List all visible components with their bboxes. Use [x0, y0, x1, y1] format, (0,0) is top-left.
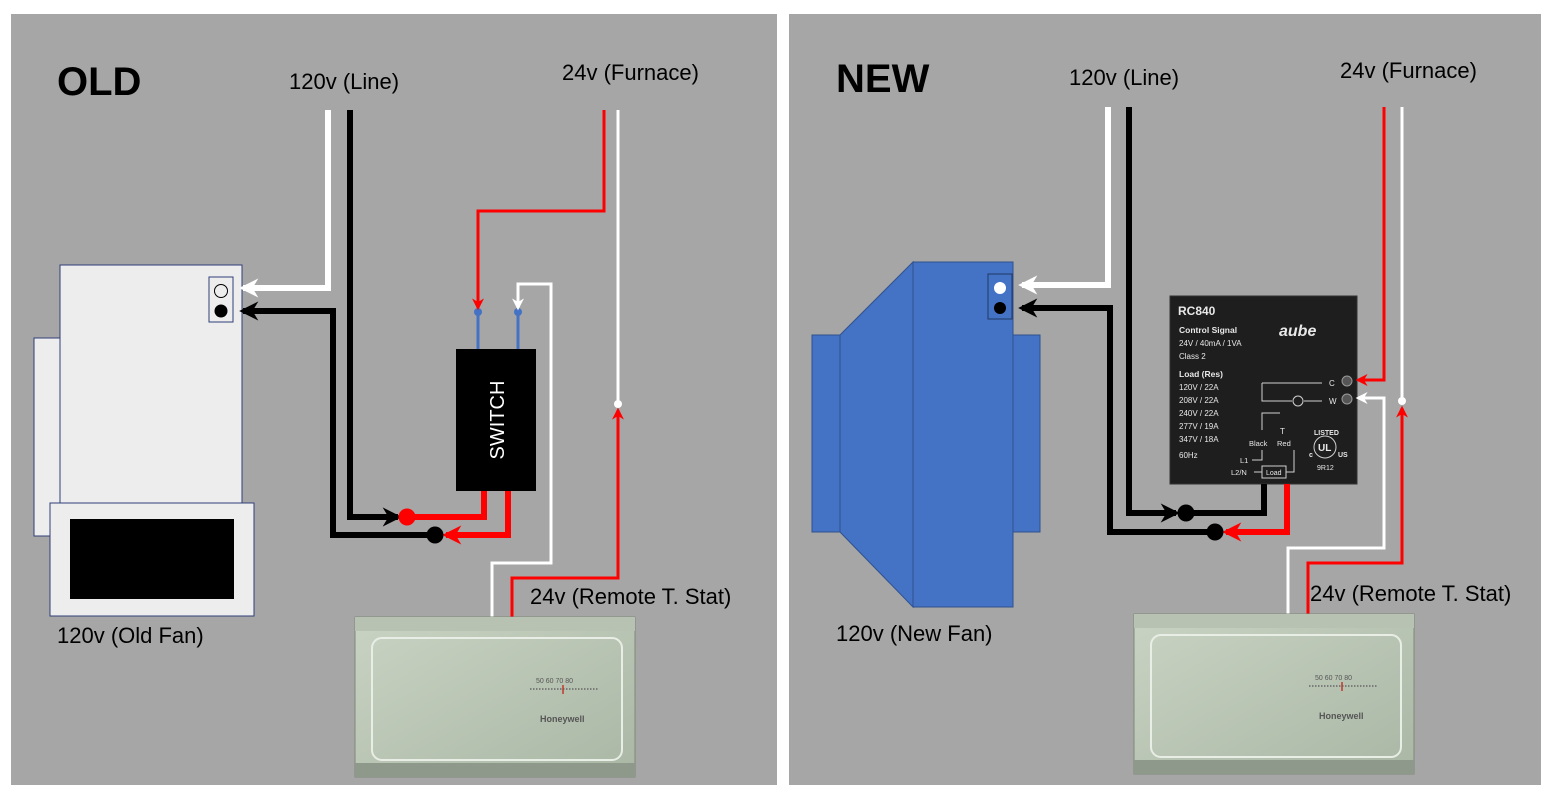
relay-red-lead [1222, 484, 1290, 542]
old-thermostat-brand: Honeywell [540, 714, 585, 724]
old-tstat-red-wire [510, 407, 624, 620]
relay-l1: L1 [1240, 456, 1248, 465]
new-fan-outlet-collar [1012, 334, 1041, 533]
old-tstat-white-wire [490, 282, 553, 620]
relay-ul-circle [1313, 435, 1337, 459]
old-line-neutral-wire [239, 110, 331, 298]
new-thermostat-scale: 50 60 70 80 [1315, 675, 1352, 682]
relay-ul-c: c [1309, 452, 1313, 459]
relay-body [1169, 295, 1358, 485]
new-fan-label: 120v (New Fan) [836, 621, 993, 646]
new-fan [811, 260, 1041, 609]
relay-wire-black: Black [1249, 439, 1268, 448]
switch-to-line-wire [408, 491, 487, 520]
relay-brand: aube [1279, 323, 1316, 340]
old-furnace-label: 24v (Furnace) [562, 60, 699, 85]
relay-ul-code: 9R12 [1317, 465, 1334, 472]
new-thermostat-bottom-edge [1134, 760, 1414, 774]
relay-schematic-coil-left [1261, 383, 1292, 402]
relay-wire-red: Red [1277, 439, 1291, 448]
old-tstat-label: 24v (Remote T. Stat) [530, 584, 731, 609]
new-fan-hot-wire [1018, 298, 1215, 535]
new-thermostat: 50 60 70 80 Honeywell [1133, 613, 1415, 775]
new-fan-terminal-block [987, 273, 1013, 320]
relay-control-class: Class 2 [1179, 352, 1206, 361]
old-thermostat-inner-frame [371, 637, 623, 761]
new-furnace-red-wire [1355, 107, 1386, 386]
fan-splice-node [426, 526, 444, 544]
relay-black-lead [1186, 484, 1267, 516]
switch-body [456, 349, 536, 491]
relay-listed: LISTED [1314, 430, 1339, 437]
relay-ul-us: US [1338, 452, 1348, 459]
relay-t-mark: T [1280, 427, 1285, 436]
relay-schematic-red [1286, 450, 1295, 473]
old-furnace-red-wire [472, 110, 606, 311]
old-fan-hot-wire [239, 301, 435, 538]
new-fan-hot-terminal [994, 302, 1006, 314]
relay-schematic-l1 [1252, 450, 1263, 461]
relay-rating-277: 277V / 19A [1179, 422, 1219, 431]
new-line-label: 120v (Line) [1069, 65, 1179, 90]
old-fan-grille [70, 519, 234, 599]
old-furnace-white-node [614, 400, 622, 408]
relay-ul-mark: UL [1318, 443, 1331, 454]
switch-terminal-left [474, 308, 482, 316]
new-thermostat-body [1133, 613, 1415, 775]
old-line-label: 120v (Line) [289, 69, 399, 94]
new-furnace-white-node [1398, 397, 1406, 405]
relay-control-title: Control Signal [1179, 325, 1237, 335]
old-fan-hot-terminal [214, 304, 228, 318]
relay-l2n: L2/N [1231, 468, 1247, 477]
new-thermostat-inner-frame [1150, 634, 1402, 758]
relay-load-title: Load (Res) [1179, 369, 1223, 379]
new-furnace-label: 24v (Furnace) [1340, 58, 1477, 83]
new-thermostat-top-edge [1134, 614, 1414, 628]
switch-label: SWITCH [487, 381, 509, 460]
new-panel: NEW 120v (Line) 24v (Furnace) 120v (New … [789, 14, 1541, 785]
new-line-neutral-wire [1018, 107, 1111, 295]
line-splice-node [398, 508, 416, 526]
relay-schematic-coil [1292, 395, 1304, 407]
relay-load-box-label: Load [1266, 470, 1282, 477]
new-tstat-label: 24v (Remote T. Stat) [1310, 581, 1511, 606]
old-fan-label: 120v (Old Fan) [57, 623, 204, 648]
new-fan-splice-node [1206, 523, 1224, 541]
relay-model: RC840 [1178, 304, 1216, 318]
new-line-splice-node [1177, 504, 1195, 522]
relay-rating-freq: 60Hz [1179, 451, 1198, 460]
relay-terminal-w-label: W [1329, 397, 1337, 406]
new-thermostat-brand: Honeywell [1319, 711, 1364, 721]
old-thermostat-scale: 50 60 70 80 [536, 678, 573, 685]
switch-to-fan-wire [442, 491, 511, 545]
old-thermostat-top-edge [355, 617, 635, 631]
relay-schematic-contact [1261, 412, 1280, 430]
relay-rating-347: 347V / 18A [1179, 435, 1219, 444]
old-thermostat: 50 60 70 80 Honeywell [354, 616, 636, 778]
relay-terminal-w [1341, 393, 1353, 405]
old-heading: OLD [57, 60, 141, 104]
old-thermostat-bottom-edge [355, 763, 635, 777]
new-tstat-red-wire [1306, 405, 1408, 618]
switch-terminal-right [514, 308, 522, 316]
relay-terminal-c [1341, 375, 1353, 387]
old-panel: OLD 120v (Line) 24v (Furnace) 120v (Old … [11, 14, 777, 785]
old-fan [33, 264, 255, 617]
old-thermostat-body [354, 616, 636, 778]
relay-rating-120: 120V / 22A [1179, 383, 1219, 392]
old-fan-neutral-terminal [214, 284, 228, 298]
new-heading: NEW [836, 57, 930, 101]
relay-control-spec: 24V / 40mA / 1VA [1179, 339, 1242, 348]
relay-rating-208: 208V / 22A [1179, 396, 1219, 405]
new-tstat-white-wire [1286, 392, 1386, 618]
new-line-hot-wire [1126, 107, 1180, 523]
new-fan-neutral-terminal [994, 282, 1006, 294]
relay-rating-240: 240V / 22A [1179, 409, 1219, 418]
relay-terminal-c-label: C [1329, 379, 1335, 388]
old-line-hot-wire [347, 110, 402, 527]
rc840-relay: RC840 aube Control Signal 24V / 40mA / 1… [1169, 295, 1358, 485]
new-fan-inlet-collar [811, 334, 843, 533]
